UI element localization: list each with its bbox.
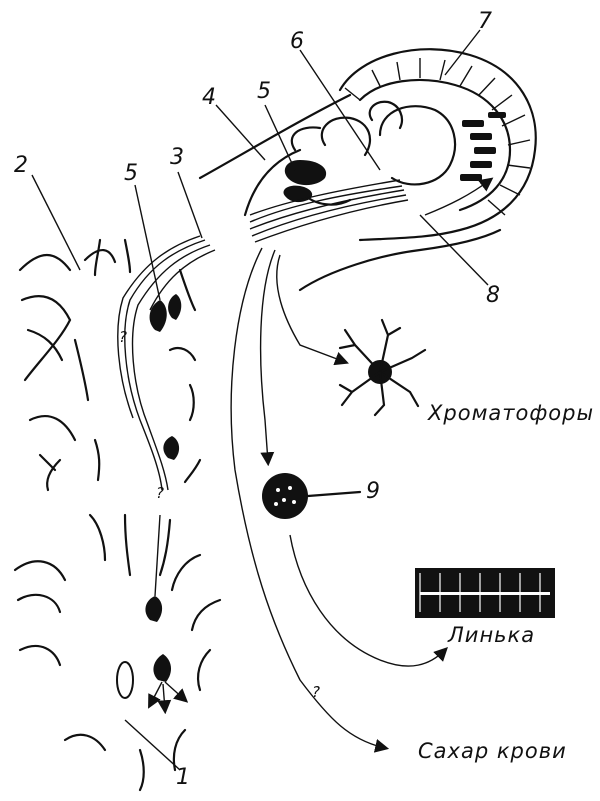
label-blood-sugar: Сахар крови: [418, 739, 567, 763]
label-4: 4: [202, 85, 216, 110]
question-mark-ganglion: ?: [119, 328, 127, 346]
label-3: 3: [170, 145, 184, 170]
label-1: 1: [176, 765, 190, 790]
label-8: 8: [486, 283, 500, 308]
eyestalk-complex: [200, 49, 536, 290]
question-mark-connective: ?: [156, 484, 164, 502]
molt-cuticle: [415, 568, 555, 618]
label-7: 7: [478, 9, 492, 34]
label-molt: Линька: [447, 623, 535, 647]
y-organ: [262, 473, 360, 519]
chromatophore-cell: [340, 320, 425, 415]
label-5-ganglion: 5: [124, 161, 138, 186]
label-5-eyestalk: 5: [257, 79, 271, 104]
neurosecretory-cells-lower: [145, 515, 185, 710]
label-9: 9: [366, 479, 380, 504]
label-chromatophores: Хроматофоры: [427, 401, 594, 425]
label-2: 2: [14, 153, 28, 178]
callout-lines: [32, 30, 488, 770]
label-6: 6: [290, 29, 304, 54]
question-mark-blood-sugar: ?: [312, 683, 320, 701]
neurosecretory-cells-upper: [150, 294, 182, 460]
lower-ganglion: [15, 515, 220, 790]
